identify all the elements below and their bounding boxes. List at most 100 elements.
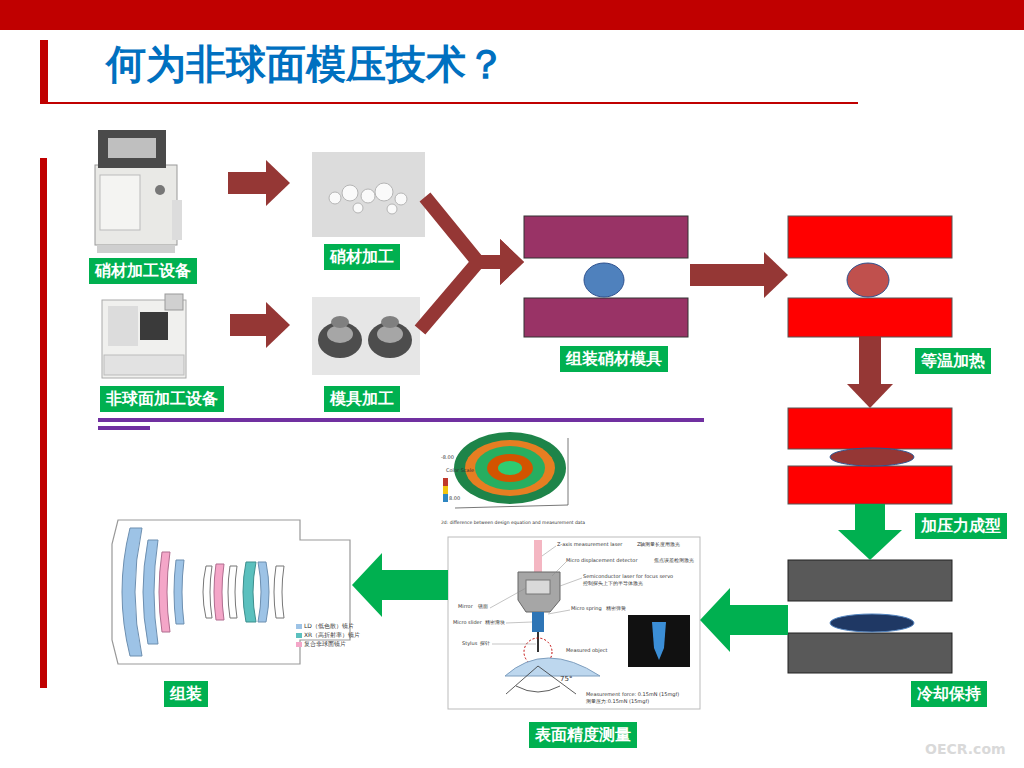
flow-arrow (730, 605, 788, 635)
legend-text: 复合非球面镜片 (304, 640, 346, 647)
annotation: Micro displacement detector (566, 558, 637, 564)
annotation: Z轴测量长度用激光 (637, 542, 680, 548)
process-step: 表面精度测量 (448, 537, 700, 709)
step-label: 表面精度测量 (528, 721, 638, 749)
step-label: 硝材加工 (323, 243, 401, 271)
process-step: 硝材加工设备 (88, 128, 228, 258)
flow-arrow (228, 172, 266, 194)
pressed-lens (830, 448, 914, 466)
glass-bead (361, 189, 375, 203)
lens-element (258, 562, 269, 622)
mold-plate (788, 298, 952, 337)
legend-swatch (296, 642, 302, 647)
glass-bead (329, 192, 341, 204)
figure-frame (448, 537, 700, 709)
legend-swatch (296, 633, 302, 638)
measured-object (505, 658, 600, 676)
annotation: 75° (560, 676, 572, 684)
mold-plate (524, 216, 688, 258)
flow-arrow (855, 504, 885, 530)
slide-title: 何为非球面模压技术？ (106, 36, 506, 92)
surface-plot (475, 446, 545, 490)
flow-arrow (690, 264, 764, 286)
machine-door (100, 175, 140, 230)
mold-plate (788, 466, 952, 504)
step-label: 组装 (163, 680, 209, 708)
plot-axis (568, 438, 569, 505)
machine-window (140, 312, 168, 340)
angle-line (506, 666, 538, 694)
mold-plate (524, 298, 688, 337)
machine-body (95, 165, 177, 245)
leader-line (560, 578, 582, 586)
flow-arrow (382, 570, 448, 600)
legend-text: LD（低色散）镜片 (304, 622, 354, 629)
lens-element (228, 566, 237, 618)
angle-arc (516, 686, 560, 692)
title-rule (40, 102, 858, 104)
probe-photo (652, 622, 666, 660)
step-label: 非球面加工设备 (99, 385, 225, 413)
machine-base (97, 245, 175, 253)
annotation: 2d: difference between design equation a… (441, 521, 585, 526)
machine-hose (172, 200, 182, 240)
side-bar (40, 158, 47, 688)
annotation: 8.00 (449, 496, 460, 502)
machine-head (108, 138, 156, 158)
mold-plate (788, 408, 952, 449)
machine-knob (155, 185, 165, 195)
step-label: 模具加工 (323, 385, 401, 413)
leader-line (548, 610, 570, 614)
annotation: 测量压力:0.15mN (15mgf) (586, 699, 649, 705)
lens-element (203, 566, 212, 618)
pressed-lens (830, 614, 914, 632)
machine-base (104, 355, 184, 375)
surface-plot (498, 461, 522, 475)
step-label: 加压力成型 (914, 512, 1008, 540)
annotation: 控制探头上下的半导体激光 (583, 581, 643, 587)
leader-line (552, 562, 566, 576)
top-band (0, 0, 1024, 30)
leader-line (506, 622, 532, 623)
color-scale (443, 478, 448, 486)
annotation: Z-axis measurement laser (557, 542, 622, 548)
lens-element (122, 528, 142, 656)
mold-plate (788, 216, 952, 258)
watermark: OECR.com (925, 742, 1006, 757)
mold-part (331, 316, 349, 328)
annotation: Stylus (462, 641, 477, 647)
annotation: 镜面 (478, 604, 488, 610)
process-step: 模具加工 (290, 297, 420, 375)
plot-axis (455, 505, 568, 508)
step-label: 组装硝材模具 (559, 345, 669, 373)
flow-arrow (859, 337, 881, 384)
photo-background (312, 297, 420, 375)
glass-bead (375, 183, 393, 201)
process-step: 硝材加工 (290, 152, 425, 237)
legend-entry: 复合非球面镜片 (296, 640, 346, 647)
annotation: Micro spring (571, 606, 602, 612)
annotation: Color Scale (446, 468, 474, 474)
color-scale (443, 494, 448, 502)
flow-arrow (425, 197, 500, 262)
mold-plate (788, 560, 952, 601)
leader-line (492, 644, 536, 645)
process-step: 组装 (112, 517, 352, 667)
divider-line (98, 426, 150, 430)
lens-element (143, 540, 158, 644)
glass-bead (387, 204, 397, 214)
lens-element (274, 566, 284, 618)
probe-housing (518, 572, 560, 612)
title-bar (40, 40, 48, 104)
flow-arrow (420, 262, 500, 330)
glass-bead (353, 203, 363, 213)
annotation: 探针 (480, 641, 490, 647)
lens-element (243, 562, 256, 622)
lens-element (214, 564, 224, 620)
lens-barrel (112, 520, 350, 664)
mirror (526, 580, 550, 594)
legend-entry: LD（低色散）镜片 (296, 622, 354, 629)
process-step: 冷却保持 (788, 560, 952, 673)
divider-line (98, 418, 704, 422)
color-scale (443, 486, 448, 494)
